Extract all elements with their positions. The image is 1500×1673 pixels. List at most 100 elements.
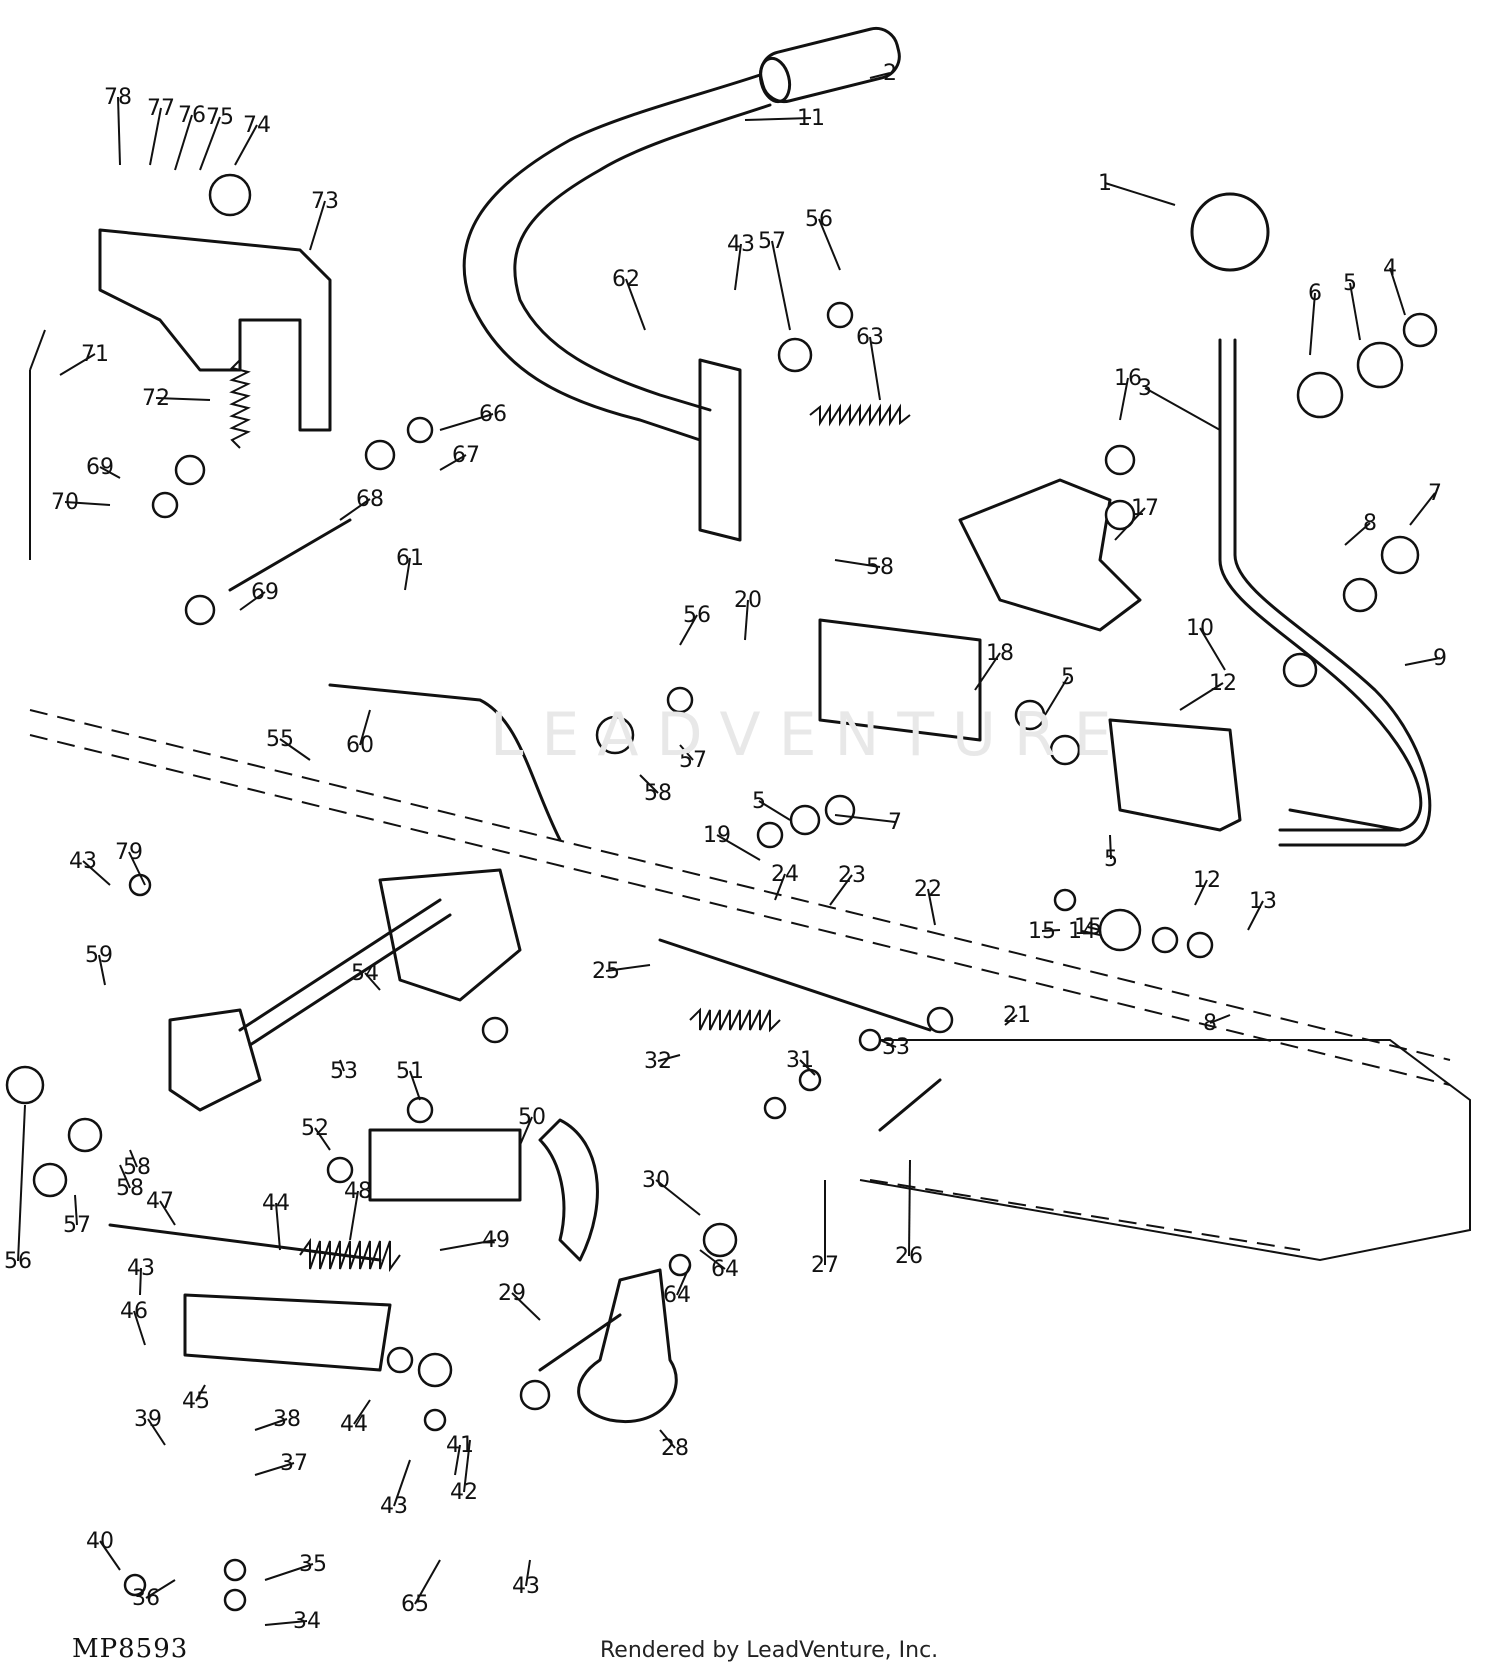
leader-line [147,1418,166,1446]
credit-text: Rendered by LeadVenture, Inc. [600,1638,939,1663]
part-number-label: 71 [81,342,109,367]
leader-line [829,874,853,906]
part-number-label: 16 [1114,366,1142,391]
part-number-label: 15 [1074,915,1102,940]
leader-line [59,353,96,376]
part-number-label: 23 [838,863,866,888]
part-number-label: 33 [882,1035,910,1060]
leader-line [1199,627,1226,671]
part-number-label: 35 [299,1552,327,1577]
leader-line [99,466,121,479]
leader-line [699,1249,726,1270]
part-number-label: 25 [592,959,620,984]
leader-line [275,1202,281,1251]
leader-line [1004,1014,1018,1026]
leader-line [404,557,411,591]
part-number-label: 31 [786,1048,814,1073]
leader-line [264,1620,308,1626]
part-number-label: 9 [1433,646,1447,671]
leader-line [1109,834,1112,860]
leader-line [279,738,311,761]
part-number-label: 13 [1249,889,1277,914]
leader-line [1041,929,1061,932]
part-number-label: 50 [518,1105,546,1130]
rods-and-bolts [29,329,1402,1372]
part-number-label: 45 [182,1389,210,1414]
shift-lever [462,26,901,442]
leader-line [314,1127,331,1151]
part-number-label: 22 [914,877,942,902]
leader-line [349,1190,359,1241]
leader-line [639,774,659,794]
part-number-label: 8 [1203,1011,1217,1036]
leader-line [879,1039,897,1048]
leader-line [744,599,749,641]
leader-line [1114,507,1146,541]
part-number-label: 34 [293,1609,321,1634]
part-number-label: 59 [85,943,113,968]
leader-line [439,454,467,471]
part-number-label: 64 [663,1283,691,1308]
part-number-label: 61 [396,546,424,571]
leader-line [129,1149,138,1168]
part-number-label: 27 [811,1253,839,1278]
part-number-label: 30 [642,1168,670,1193]
part-number-label: 49 [482,1228,510,1253]
leader-line [716,834,761,861]
leader-line [414,1559,441,1605]
leader-line [834,814,896,823]
part-number-label: 63 [856,325,884,350]
leader-line [519,1116,533,1146]
part-labels: 1234555567788910111212131415151617181920… [4,61,1447,1634]
leader-line [339,498,371,521]
leader-line [74,1194,78,1226]
part-number-label: 56 [805,207,833,232]
part-number-label: 29 [498,1281,526,1306]
part-number-label: 65 [401,1592,429,1617]
part-number-label: 54 [351,961,379,986]
leader-line [744,117,812,121]
leader-line [734,243,742,291]
part-number-label: 1 [1098,171,1112,196]
part-number-label: 62 [612,267,640,292]
part-number-label: 36 [132,1586,160,1611]
part-number-label: 69 [251,580,279,605]
leader-line [159,1200,176,1226]
leader-line [155,397,211,401]
hardware [5,173,1438,1612]
leader-line [264,1563,314,1581]
leader-line [679,744,694,761]
part-number-label: 64 [711,1257,739,1282]
leader-line [1081,930,1101,936]
leader-line [525,1559,531,1587]
part-number-label: 67 [452,443,480,468]
part-number-label: 74 [243,113,271,138]
leader-line [927,888,936,926]
part-number-label: 42 [450,1480,478,1505]
leader-line [1209,1014,1231,1024]
leader-line [605,964,651,972]
leader-line [393,1459,411,1507]
part-number-label: 72 [142,386,170,411]
leader-line [234,124,258,166]
part-number-label: 38 [273,1407,301,1432]
part-number-label: 43 [727,232,755,257]
leader-line [1144,387,1221,431]
leader-line [174,114,193,171]
part-number-label: 11 [797,106,825,131]
leader-line [364,972,381,991]
leader-line [199,116,221,171]
leader-line [309,200,326,251]
leader-line [128,851,146,886]
leader-line [818,218,841,271]
leader-line [254,1462,295,1476]
part-number-label: 19 [703,823,731,848]
leader-line [657,1054,681,1062]
leader-line [82,860,111,886]
part-number-label: 57 [679,748,707,773]
leader-line [511,1292,541,1321]
part-number-label: 24 [771,862,799,887]
part-number-label: 46 [120,1299,148,1324]
part-number-label: 5 [1104,847,1118,872]
